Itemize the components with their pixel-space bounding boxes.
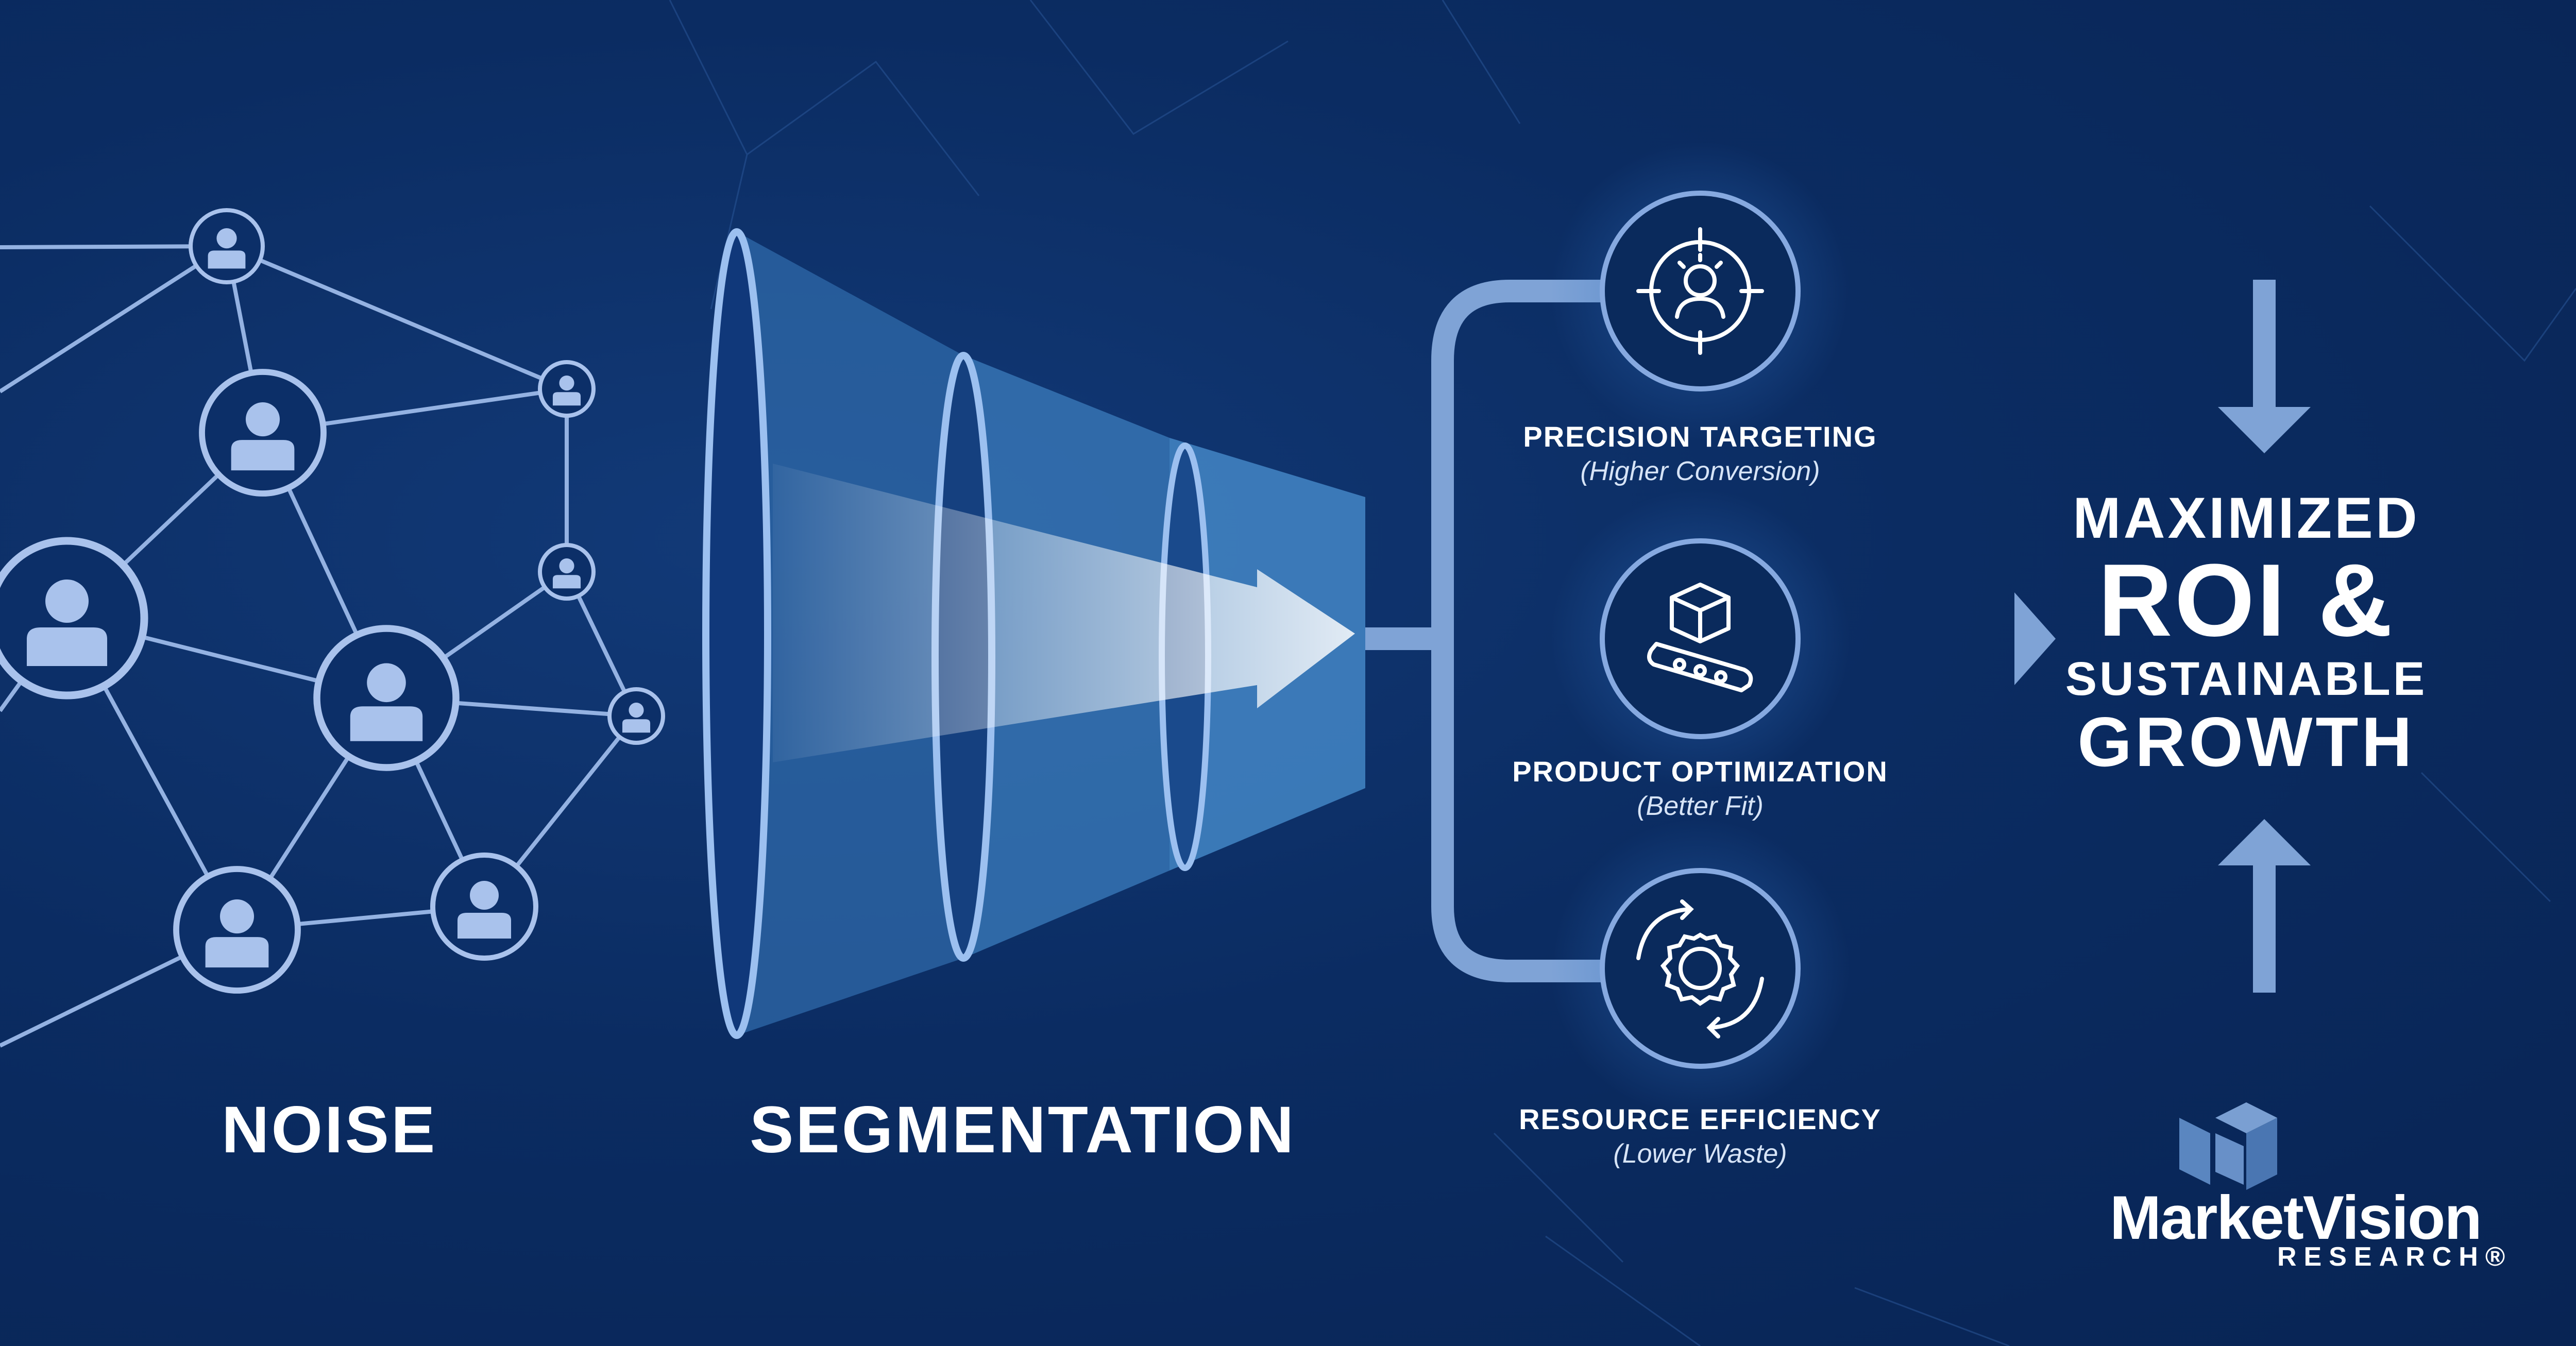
- brand-logo-mark: [2179, 1102, 2277, 1190]
- outcome-line-1: MAXIMIZED: [2073, 486, 2420, 550]
- person-node-6: [313, 625, 460, 771]
- background-network: [669, 0, 2576, 1346]
- outcome-line-4: GROWTH: [2077, 703, 2415, 781]
- branch-connectors: [1365, 280, 2276, 993]
- target-person-icon: [1600, 191, 1801, 391]
- branch-subtitle-product: (Better Fit): [1637, 791, 1764, 821]
- branch-title-precision: PRECISION TARGETING: [1523, 420, 1877, 453]
- segmentation-funnel: [702, 228, 1365, 1039]
- person-node-7: [607, 687, 665, 745]
- arrowhead-right: [2014, 592, 2056, 685]
- person-node-1: [189, 208, 265, 284]
- brand-subtitle: RESEARCH®: [2277, 1242, 2513, 1272]
- person-node-3: [199, 369, 327, 497]
- branch-arrowheads: [2014, 407, 2311, 865]
- branch-subtitle-precision: (Higher Conversion): [1580, 456, 1820, 486]
- branch-title-product: PRODUCT OPTIMIZATION: [1512, 755, 1888, 788]
- funnel-ring-1: [702, 228, 771, 1039]
- person-node-8: [173, 866, 301, 994]
- person-node-5: [0, 537, 148, 700]
- funnel-beam-arrow: [773, 464, 1355, 762]
- outcome-statement: MAXIMIZED ROI & SUSTAINABLE GROWTH: [2056, 489, 2437, 777]
- arrowhead-down: [2218, 407, 2311, 453]
- outcome-line-3: SUSTAINABLE: [2065, 653, 2428, 705]
- branch-title-resource: RESOURCE EFFICIENCY: [1519, 1103, 1882, 1135]
- person-node-9: [430, 853, 538, 961]
- gear-cycle-icon: [1600, 868, 1801, 1069]
- branch-subtitle-resource: (Lower Waste): [1613, 1139, 1787, 1169]
- noise-label: NOISE: [222, 1093, 437, 1167]
- brand-name: MarketVision: [2110, 1183, 2482, 1252]
- outcome-line-2: ROI &: [2098, 543, 2395, 658]
- person-node-2: [538, 360, 596, 418]
- branch-icons: [1551, 142, 1850, 1118]
- segmentation-label: SEGMENTATION: [750, 1093, 1296, 1167]
- person-node-4: [538, 543, 596, 601]
- arrowhead-up: [2218, 819, 2311, 865]
